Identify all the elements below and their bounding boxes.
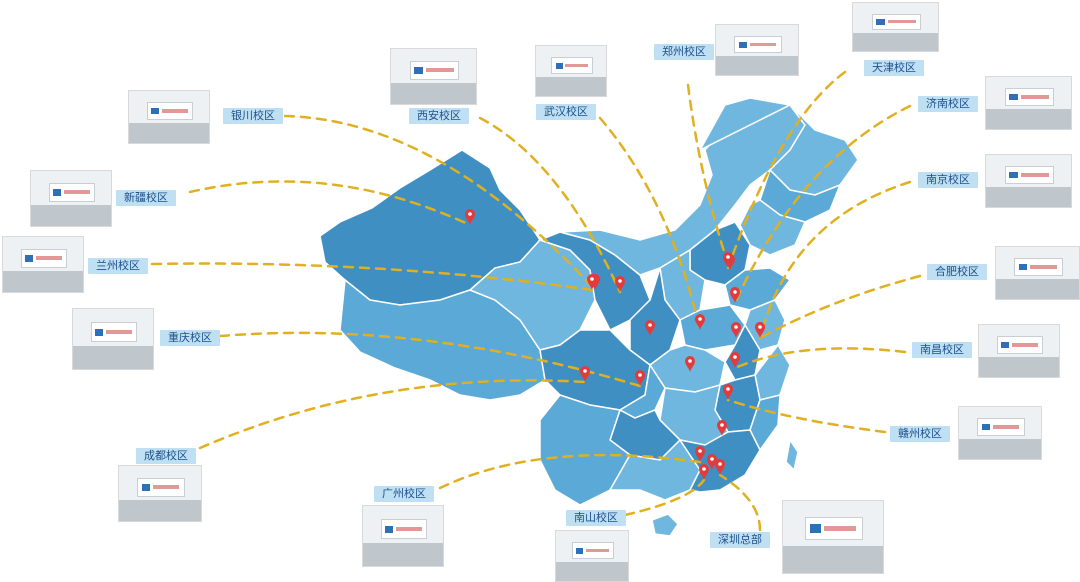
map-pin-icon[interactable]: [755, 322, 765, 338]
map-pin-icon[interactable]: [695, 446, 705, 462]
campus-label[interactable]: 南山校区: [566, 510, 626, 526]
connector-lines: [150, 70, 922, 532]
connector-line: [598, 116, 702, 332]
campus-label[interactable]: 郑州校区: [654, 44, 714, 60]
map-pin-icon[interactable]: [615, 276, 625, 292]
campus-photo: [978, 324, 1060, 378]
connector-line: [438, 453, 702, 490]
connector-line: [283, 114, 597, 292]
campus-photo: [2, 236, 84, 293]
map-pin-icon[interactable]: [580, 366, 590, 382]
map-pin-icon[interactable]: [707, 454, 717, 470]
island-hainan: [651, 513, 679, 537]
campus-label[interactable]: 武汉校区: [536, 104, 596, 120]
campus-label[interactable]: 重庆校区: [160, 330, 220, 346]
campus-photo: [362, 505, 444, 567]
campus-label[interactable]: 西安校区: [409, 108, 469, 124]
province-liaoning: [739, 199, 807, 256]
map-pin-icon[interactable]: [715, 459, 725, 475]
campus-label[interactable]: 深圳总部: [710, 532, 770, 548]
campus-label[interactable]: 新疆校区: [116, 190, 176, 206]
campus-label[interactable]: 济南校区: [918, 96, 978, 112]
campus-label[interactable]: 赣州校区: [890, 426, 950, 442]
island-taiwan: [785, 438, 799, 472]
map-pin-icon[interactable]: [635, 370, 645, 386]
connector-line: [726, 398, 887, 434]
campus-label[interactable]: 银川校区: [223, 108, 283, 124]
connector-line: [733, 347, 907, 370]
campus-photo: [958, 406, 1042, 460]
campus-photo: [118, 465, 202, 522]
map-pin-icon[interactable]: [731, 322, 741, 338]
map-pin-icon[interactable]: [717, 420, 727, 436]
connector-line: [686, 83, 732, 272]
map-pin-icon[interactable]: [587, 274, 597, 290]
campus-label[interactable]: 成都校区: [136, 448, 196, 464]
map-pin-icon[interactable]: [723, 384, 733, 400]
map-pin-icon[interactable]: [465, 209, 475, 225]
map-pin-icon[interactable]: [685, 356, 695, 372]
map-pin-icon[interactable]: [730, 287, 740, 303]
campus-photo: [30, 170, 112, 227]
campus-label[interactable]: 天津校区: [864, 60, 924, 76]
connector-line: [758, 180, 912, 340]
connector-line: [718, 473, 762, 532]
campus-photo: [715, 24, 799, 76]
campus-label[interactable]: 南昌校区: [912, 342, 972, 358]
campus-photo: [390, 48, 477, 105]
map-pin-icon[interactable]: [723, 252, 733, 268]
connector-line: [198, 379, 587, 450]
campus-photo: [782, 500, 884, 574]
campus-photo: [555, 530, 629, 582]
connector-line: [733, 104, 912, 305]
map-pin-icon[interactable]: [645, 320, 655, 336]
campus-photo: [128, 90, 210, 144]
pins-layer: [465, 209, 765, 480]
map-pin-icon[interactable]: [730, 352, 740, 368]
campus-label[interactable]: 南京校区: [918, 172, 978, 188]
map-pin-icon[interactable]: [695, 314, 705, 330]
campus-photo: [985, 76, 1072, 130]
connector-line: [150, 262, 594, 292]
connector-line: [478, 116, 622, 294]
campus-label[interactable]: 广州校区: [374, 486, 434, 502]
connector-line: [218, 331, 642, 388]
connector-line: [758, 274, 922, 340]
campus-photo: [72, 308, 154, 370]
campus-photo: [535, 45, 607, 97]
campus-photo: [852, 2, 939, 52]
campus-label[interactable]: 兰州校区: [88, 258, 148, 274]
provinces-layer: [319, 97, 859, 537]
connector-line: [623, 478, 706, 517]
connector-line: [188, 180, 472, 227]
connector-line: [726, 70, 847, 270]
campus-label[interactable]: 合肥校区: [927, 264, 987, 280]
map-pin-icon[interactable]: [699, 464, 709, 480]
campus-photo: [985, 154, 1072, 208]
campus-photo: [995, 246, 1080, 300]
province-shandong: [724, 267, 792, 311]
